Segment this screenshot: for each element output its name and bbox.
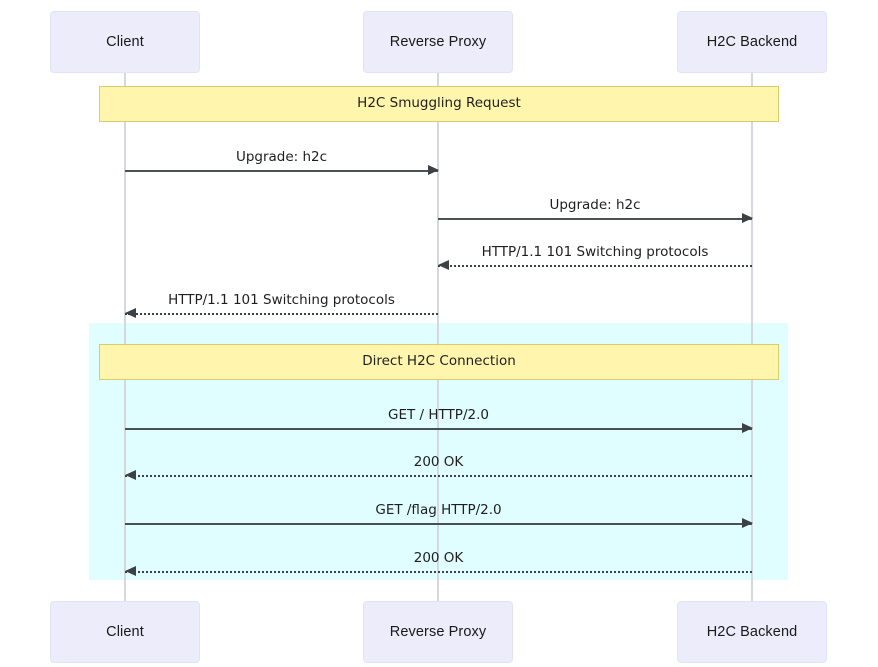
lifeline-proxy	[437, 73, 439, 601]
message-label: 200 OK	[413, 453, 464, 470]
actor-label-backend: H2C Backend	[706, 623, 798, 640]
arrowhead-right-icon	[742, 518, 753, 528]
actor-label-client: Client	[106, 33, 144, 50]
actor-box-proxy-bottom[interactable]: Reverse Proxy	[363, 601, 513, 663]
message-label: GET / HTTP/2.0	[388, 406, 489, 423]
actor-label-client: Client	[106, 623, 144, 640]
actor-label-proxy: Reverse Proxy	[389, 33, 487, 50]
arrowhead-left-icon	[125, 308, 136, 318]
actor-box-client-bottom[interactable]: Client	[50, 601, 200, 663]
lifeline-client	[124, 73, 126, 601]
message-line	[438, 218, 752, 220]
lifeline-backend	[751, 73, 753, 601]
message-line	[125, 475, 752, 477]
arrowhead-left-icon	[438, 260, 449, 270]
message-line	[125, 428, 752, 430]
message-line	[438, 265, 752, 267]
message-line	[125, 170, 438, 172]
arrowhead-right-icon	[742, 213, 753, 223]
arrowhead-right-icon	[428, 165, 439, 175]
message-line	[125, 313, 438, 315]
message-msg-2: Upgrade: h2c	[438, 198, 753, 223]
actor-label-proxy: Reverse Proxy	[389, 623, 487, 640]
message-line	[125, 523, 752, 525]
message-label: Upgrade: h2c	[549, 196, 641, 213]
note-label: H2C Smuggling Request	[357, 95, 521, 112]
message-msg-7: GET /flag HTTP/2.0	[125, 503, 753, 528]
actor-box-client-top[interactable]: Client	[50, 11, 200, 73]
message-msg-4: HTTP/1.1 101 Switching protocols	[125, 293, 438, 318]
message-msg-5: GET / HTTP/2.0	[125, 408, 753, 433]
note-direct: Direct H2C Connection	[99, 344, 779, 380]
arrowhead-left-icon	[125, 470, 136, 480]
actor-box-backend-top[interactable]: H2C Backend	[677, 11, 827, 73]
message-label: GET /flag HTTP/2.0	[375, 501, 502, 518]
message-label: 200 OK	[413, 549, 464, 566]
message-msg-1: Upgrade: h2c	[125, 150, 439, 175]
actor-box-proxy-top[interactable]: Reverse Proxy	[363, 11, 513, 73]
actor-label-backend: H2C Backend	[706, 33, 798, 50]
message-line	[125, 571, 752, 573]
message-label: HTTP/1.1 101 Switching protocols	[481, 243, 709, 260]
message-msg-6: 200 OK	[125, 455, 752, 480]
note-smuggling: H2C Smuggling Request	[99, 86, 779, 122]
message-msg-8: 200 OK	[125, 551, 752, 576]
message-msg-3: HTTP/1.1 101 Switching protocols	[438, 245, 752, 270]
arrowhead-right-icon	[742, 423, 753, 433]
message-label: Upgrade: h2c	[235, 148, 328, 165]
message-label: HTTP/1.1 101 Switching protocols	[168, 291, 395, 308]
actor-box-backend-bottom[interactable]: H2C Backend	[677, 601, 827, 663]
arrowhead-left-icon	[125, 566, 136, 576]
note-label: Direct H2C Connection	[362, 353, 516, 370]
